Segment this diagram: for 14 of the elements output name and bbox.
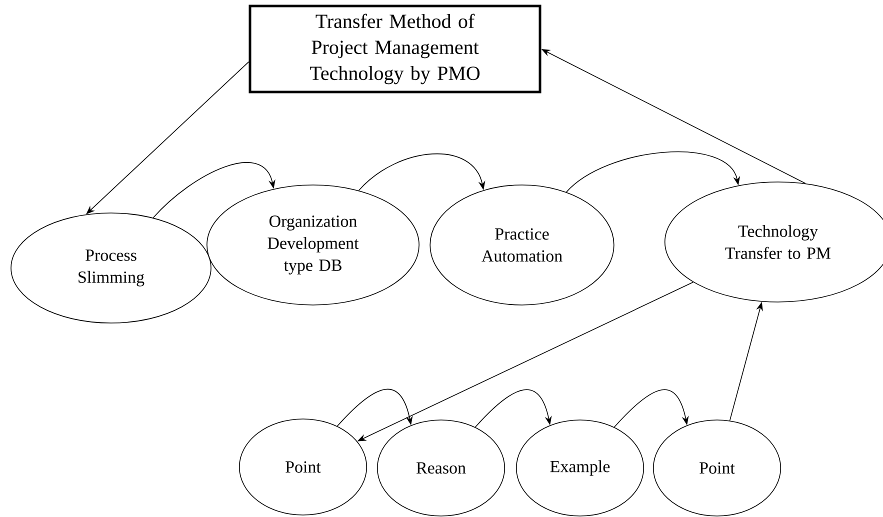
ellipse-node: Process Slimming xyxy=(10,212,212,324)
ellipse-node: Practice Automation xyxy=(430,184,614,306)
ellipse-node: Point xyxy=(238,418,368,516)
ellipse-node: Point xyxy=(652,420,782,516)
ellipse-node: Reason xyxy=(376,420,506,516)
title-box: Transfer Method of Project Management Technology by PMO xyxy=(248,4,542,94)
ellipse-node: Organization Development type DB xyxy=(206,184,420,306)
curved-arrow xyxy=(614,389,689,428)
curved-arrow xyxy=(474,389,552,428)
ellipse-node: Example xyxy=(516,420,644,516)
curved-arrow xyxy=(566,151,740,192)
curved-arrow xyxy=(358,154,486,191)
curved-arrow xyxy=(152,162,276,218)
curved-arrow xyxy=(336,388,413,427)
